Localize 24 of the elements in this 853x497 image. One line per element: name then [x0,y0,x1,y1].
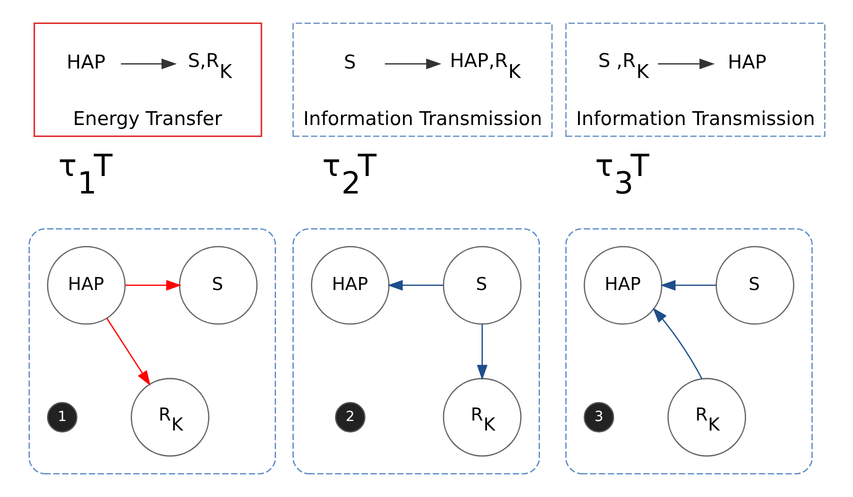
cluster [564,228,812,474]
node-circle: S [715,246,794,325]
arrow [660,280,716,291]
cluster [28,228,276,474]
node-circle: HAP [46,246,126,325]
arrow [125,280,181,291]
cluster [292,228,540,474]
arrow [106,318,150,386]
node-text: HAP [66,51,105,74]
node-circle: 2 [334,402,365,432]
node-text: S [343,51,356,74]
node-circle: 1 [46,402,77,432]
arrow [652,308,702,379]
node-circle: S [178,246,258,325]
arrow [120,58,176,70]
arrow [384,58,441,70]
node-circle: 3 [583,402,614,432]
node-circle: HAP [310,246,390,325]
arrow [476,324,488,380]
node-text: HAP [727,51,766,74]
node-circle: S [442,246,522,325]
arrow [658,58,714,70]
node-circle: HAP [583,246,662,325]
arrow [387,280,443,291]
